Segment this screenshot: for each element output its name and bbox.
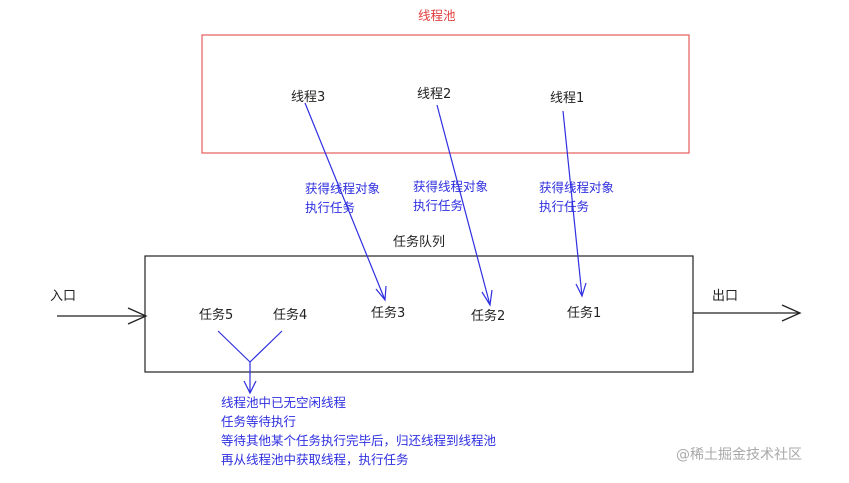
thread3-to-task3-arrow: [304, 102, 387, 302]
waiting-tasks-arrow: [217, 330, 283, 395]
acquire-note-thread3: 获得线程对象执行任务: [305, 181, 381, 215]
acquire-note-thread1: 获得线程对象执行任务: [539, 180, 615, 214]
thread1-to-task1-arrow: [562, 110, 587, 298]
task-4-label: 任务4: [273, 308, 308, 323]
exit-arrow: [693, 304, 802, 322]
exit-label: 出口: [712, 289, 739, 304]
task-1-label: 任务1: [567, 306, 602, 321]
task-3-label: 任务3: [371, 306, 406, 321]
wait-note: 线程池中已无空闲线程 任务等待执行 等待其他某个任务执行完毕后，归还线程到线程池…: [221, 395, 497, 467]
thread-pool-title: 线程池: [418, 8, 456, 23]
entry-label: 入口: [50, 289, 77, 304]
task-5-label: 任务5: [199, 308, 234, 323]
thread-3-label: 线程3: [291, 90, 326, 105]
thread-2-label: 线程2: [417, 87, 452, 102]
thread2-to-task2-arrow: [436, 104, 493, 307]
thread-pool-box: [201, 34, 690, 154]
task-queue-box: [144, 255, 694, 373]
entry-arrow: [57, 307, 148, 325]
thread-1-label: 线程1: [550, 91, 585, 106]
task-queue-title: 任务队列: [393, 235, 446, 250]
watermark: @稀土掘金技术社区: [676, 447, 802, 463]
task-2-label: 任务2: [471, 309, 506, 324]
acquire-note-thread2: 获得线程对象执行任务: [413, 179, 489, 213]
